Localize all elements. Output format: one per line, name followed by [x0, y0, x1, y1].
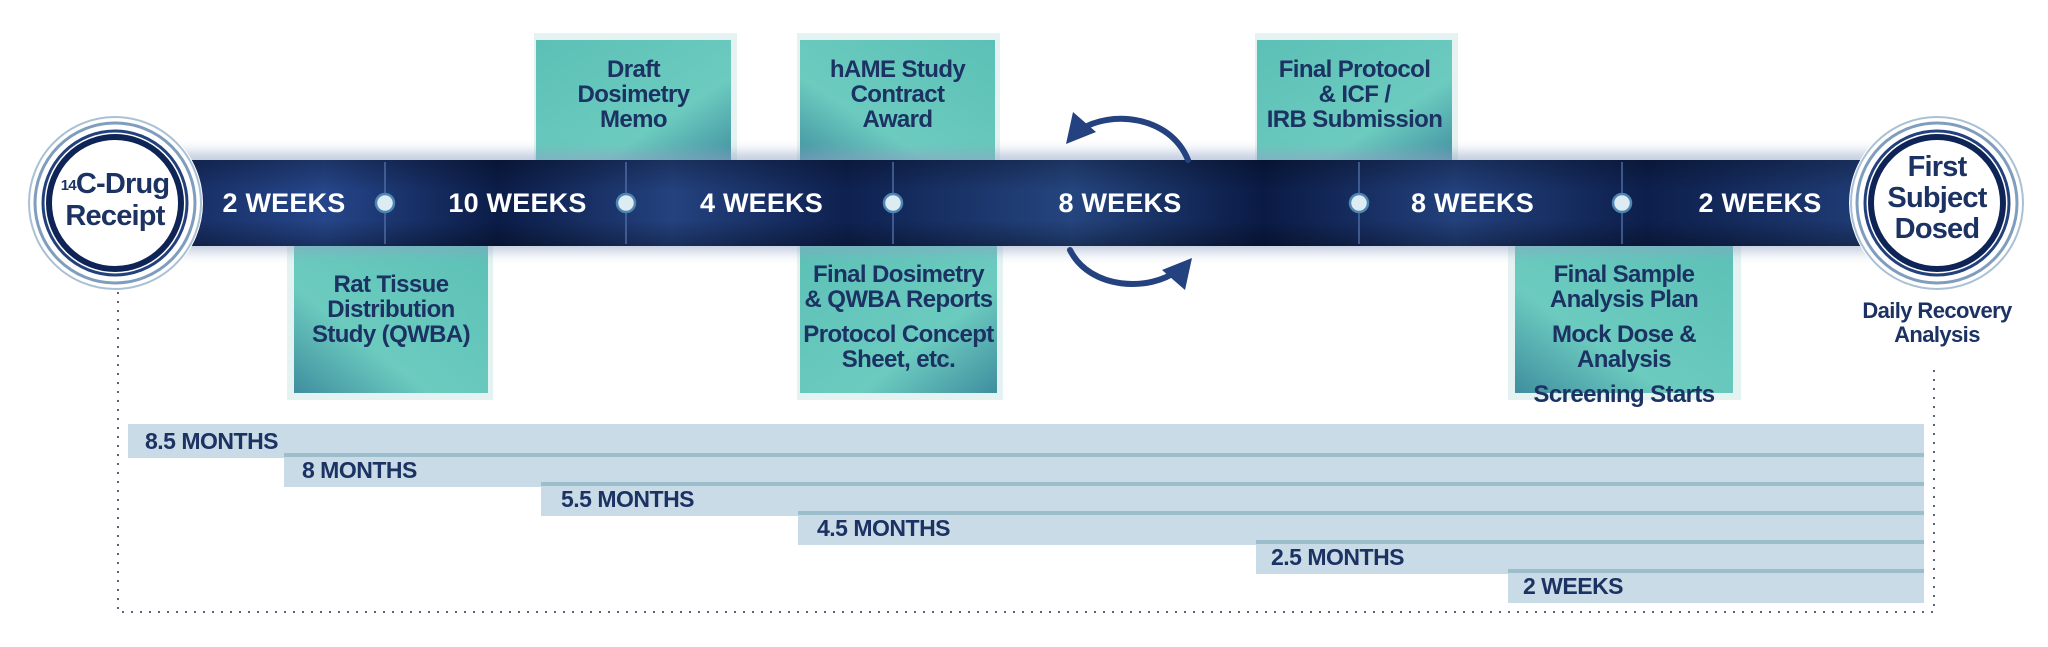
duration-label: 5.5 MONTHS [561, 486, 695, 512]
duration-bar [128, 424, 1924, 458]
box-hame-contract [800, 40, 995, 165]
box-draft-dosimetry [536, 40, 731, 165]
segment-label: 2 WEEKS [222, 187, 346, 218]
cycle-arrows-icon [1067, 115, 1191, 287]
node-dot-icon [374, 192, 1633, 214]
duration-bar [541, 482, 1924, 516]
dotted-bracket [117, 292, 1935, 613]
box-final-sample [1515, 240, 1733, 393]
bottom-box-final-dosimetry: Final Dosimetry & QWBA Reports Protocol … [803, 261, 994, 373]
segment-label: 8 WEEKS [1058, 187, 1182, 218]
timeline-band-shade [150, 160, 1890, 246]
duration-bar [798, 511, 1924, 545]
box-final-protocol [1257, 40, 1452, 165]
duration-label: 8.5 MONTHS [145, 428, 279, 454]
duration-bar [1256, 540, 1924, 574]
duration-bar [1508, 569, 1924, 603]
isotope-superscript: 14 [60, 177, 77, 194]
duration-label: 8 MONTHS [302, 457, 417, 483]
duration-bar [284, 453, 1924, 487]
segment-label: 8 WEEKS [1411, 187, 1534, 218]
start-milestone-label: 14C-Drug Receipt [60, 168, 170, 232]
top-box-final-protocol: Final Protocol & ICF / IRB Submission [1266, 56, 1443, 133]
top-box-hame-contract: hAME Study Contract Award [829, 56, 966, 133]
duration-label: 4.5 MONTHS [817, 515, 951, 541]
start-milestone-circle [27, 115, 203, 291]
end-note: Daily Recovery Analysis [1862, 298, 2012, 347]
segment-label: 10 WEEKS [448, 187, 587, 218]
end-milestone-circle [1849, 115, 2025, 291]
bottom-box-rat-tissue: Rat Tissue Distribution Study (QWBA) [311, 271, 471, 348]
segment-label: 4 WEEKS [700, 187, 823, 218]
bottom-box-final-sample: Final Sample Analysis Plan Mock Dose & A… [1533, 261, 1715, 408]
duration-label: 2.5 MONTHS [1271, 544, 1405, 570]
segment-label: 2 WEEKS [1698, 187, 1822, 218]
end-milestone-label: First Subject Dosed [1887, 151, 1987, 245]
box-rat-tissue [294, 240, 488, 393]
top-box-draft-dosimetry: Draft Dosimetry Memo [577, 56, 691, 133]
duration-label: 2 WEEKS [1523, 573, 1624, 599]
box-final-dosimetry [800, 240, 997, 393]
